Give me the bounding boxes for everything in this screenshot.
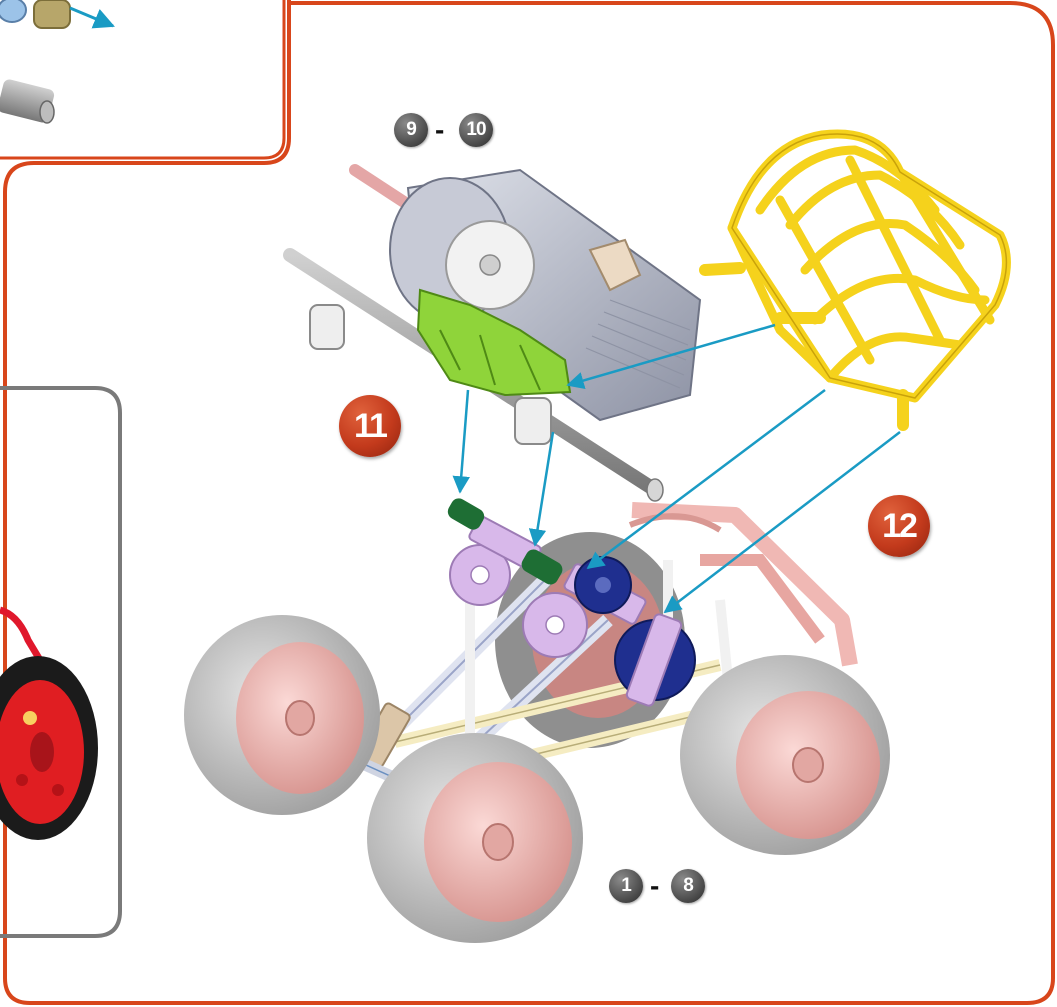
green-cap-right (521, 549, 563, 585)
wheel-front-left (184, 615, 380, 815)
step-badge-11: 11 (339, 395, 401, 457)
motor-assembly (283, 164, 702, 502)
step-badge-12: 12 (868, 495, 930, 557)
blue-connector-upper (574, 556, 632, 614)
step-badge-1: 1 (609, 869, 643, 903)
wheel-front-right (367, 733, 583, 943)
left-reference-inset (0, 386, 122, 938)
green-bracket (416, 288, 572, 397)
step-badge-10: 10 (459, 113, 493, 147)
page-frame (3, 0, 1055, 1005)
cage-icon (699, 129, 1011, 431)
chassis-assembly (184, 498, 890, 943)
step-badge-9: 9 (394, 113, 428, 147)
top-left-inset (0, 0, 286, 160)
motor-icon (389, 168, 702, 422)
wheel-back-right (680, 655, 890, 855)
step-range-dash-bottom: - (650, 870, 660, 901)
green-cap-left (447, 498, 485, 530)
blue-connector-lower (614, 613, 696, 707)
assembly-arrow-icon (452, 323, 901, 614)
cage-outline (731, 133, 1008, 399)
step-range-dash-top: - (435, 114, 445, 145)
step-badge-8: 8 (671, 869, 705, 903)
